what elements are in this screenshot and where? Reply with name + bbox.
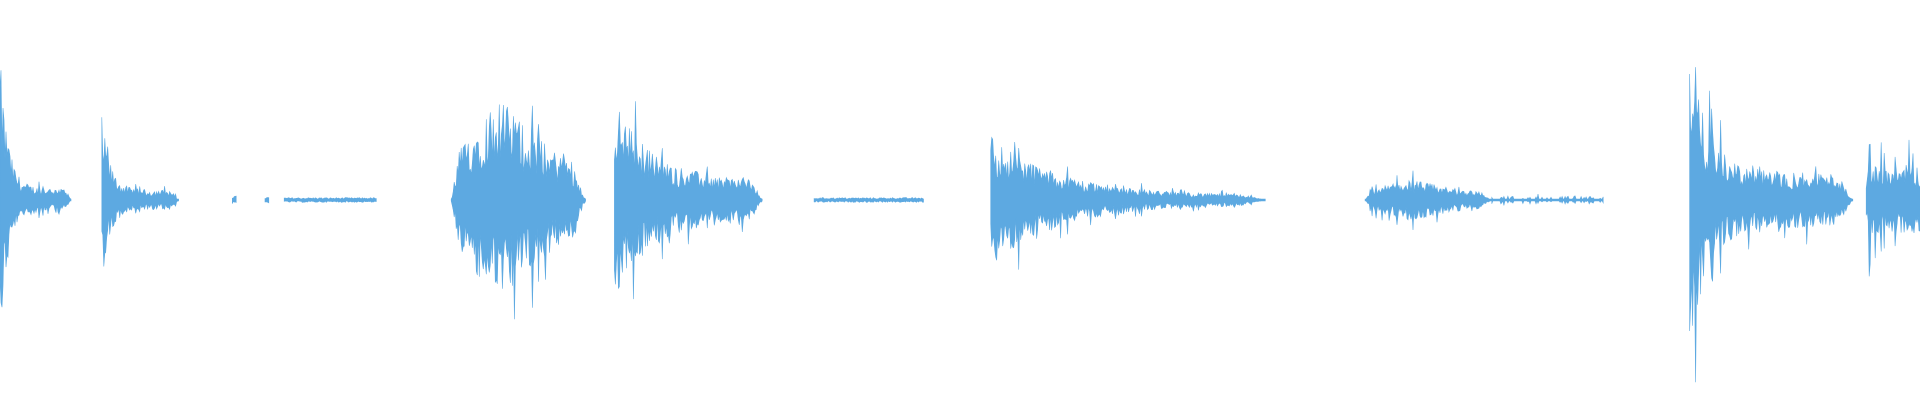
waveform-segment-5	[450, 104, 586, 320]
waveform-segment-11	[1689, 67, 1854, 383]
waveform-segment-7	[813, 197, 924, 203]
waveform-segment-3	[264, 197, 270, 204]
waveform-segment-0	[0, 70, 72, 308]
waveform-segment-12	[1865, 139, 1920, 277]
waveform-segment-9	[1364, 170, 1493, 231]
waveform-segment-6	[614, 101, 763, 300]
waveform-segment-1	[101, 117, 179, 267]
waveform-segment-4	[283, 197, 377, 203]
waveform-segment-10	[1491, 194, 1604, 206]
waveform-segment-8	[990, 136, 1266, 270]
waveform-segment-2	[232, 195, 237, 204]
